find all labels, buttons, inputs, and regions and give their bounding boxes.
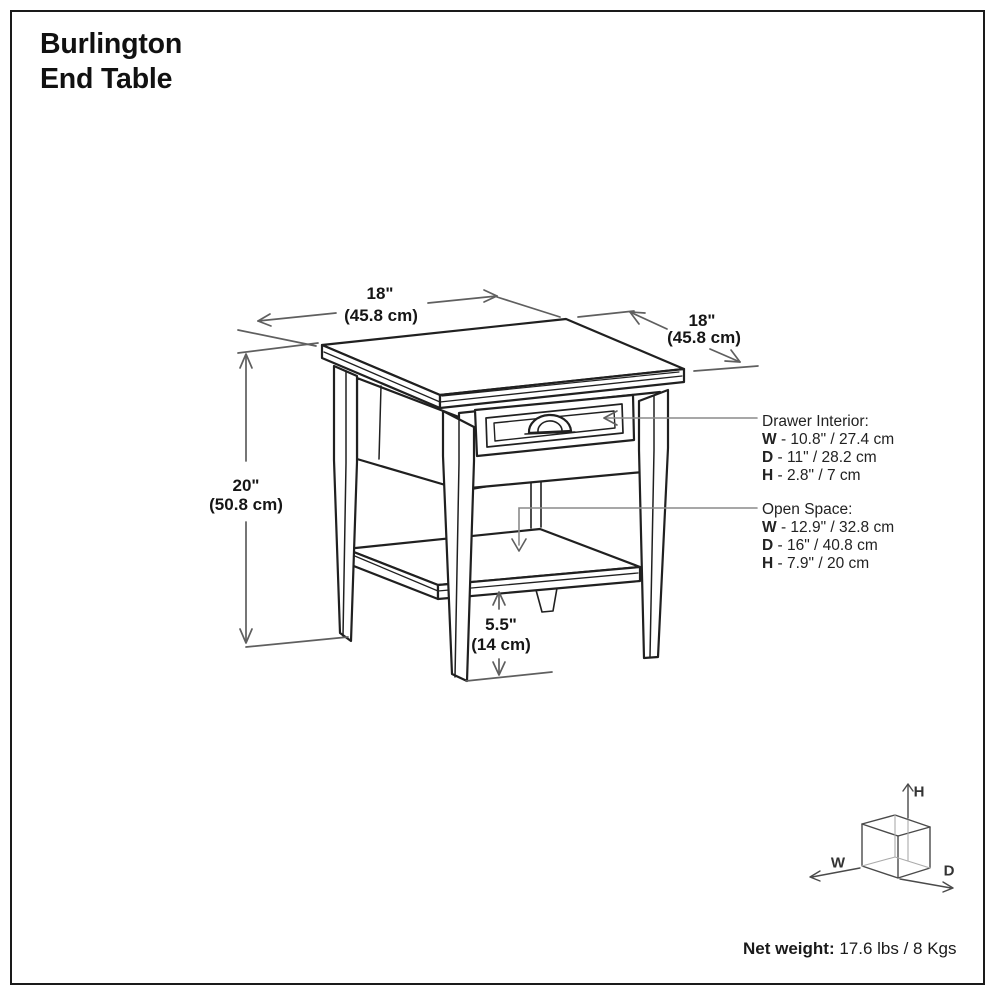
spec-dimension-value: - 16" / 40.8 cm bbox=[773, 537, 878, 554]
arrow-down-icon bbox=[511, 538, 527, 552]
spec-dimension-letter: H bbox=[762, 467, 774, 484]
w-axis-arrow-icon bbox=[809, 870, 821, 882]
spec-dimension-letter: W bbox=[762, 431, 777, 448]
height-dim-inches: 20" bbox=[232, 476, 260, 495]
width-dim-inches: 18" bbox=[366, 284, 394, 303]
tabletop bbox=[320, 317, 686, 410]
table-body bbox=[320, 317, 686, 683]
drawer-front bbox=[473, 393, 636, 458]
height-dim-metric: (50.8 cm) bbox=[209, 495, 283, 514]
arrow-left-icon bbox=[257, 313, 272, 327]
spec-dimension-letter: W bbox=[762, 519, 777, 536]
spec-dimension-value: - 2.8" / 7 cm bbox=[773, 467, 861, 484]
spec-dimension-value: - 10.8" / 27.4 cm bbox=[776, 431, 895, 448]
arrow-left-icon bbox=[603, 410, 618, 426]
net-weight-value: 17.6 lbs / 8 Kgs bbox=[834, 939, 957, 958]
spec-dimension-letter: H bbox=[762, 555, 774, 572]
width-axis-label: W bbox=[830, 854, 846, 872]
spec-row: D - 11" / 28.2 cm bbox=[762, 449, 894, 467]
height-dimension-line bbox=[237, 342, 349, 648]
spec-dimension-letter: D bbox=[762, 449, 774, 466]
dimension-lines bbox=[237, 289, 759, 682]
h-axis-arrow-icon bbox=[902, 783, 914, 792]
page-border-frame bbox=[10, 10, 985, 985]
arrow-down-icon bbox=[492, 661, 506, 676]
open-space-label: Open Space: bbox=[762, 501, 853, 518]
spec-row: W - 12.9" / 32.8 cm bbox=[762, 519, 894, 537]
clearance-dim-inches: 5.5" bbox=[485, 615, 517, 634]
drawer-leader-line bbox=[603, 410, 758, 426]
arrow-up-icon bbox=[239, 353, 253, 369]
clearance-dimension-line bbox=[465, 591, 553, 682]
arrow-down-icon bbox=[239, 628, 253, 644]
d-axis-arrow-icon bbox=[942, 881, 954, 893]
drawer-interior-label: Drawer Interior: bbox=[762, 413, 869, 430]
depth-axis-label: D bbox=[943, 862, 955, 880]
back-leg bbox=[535, 587, 558, 613]
spec-dimension-value: - 7.9" / 20 cm bbox=[773, 555, 870, 572]
orientation-cube-icon bbox=[809, 783, 954, 893]
product-title-line2: End Table bbox=[40, 63, 173, 95]
cup-pull-handle bbox=[524, 413, 576, 435]
arrow-upleft-icon bbox=[629, 311, 646, 325]
arrow-downright-icon bbox=[724, 349, 741, 363]
spec-dimension-value: - 11" / 28.2 cm bbox=[773, 449, 877, 466]
net-weight: Net weight: 17.6 lbs / 8 Kgs bbox=[743, 939, 957, 959]
open-space-leader-line bbox=[511, 507, 758, 552]
leader-lines bbox=[511, 410, 758, 552]
arrow-right-icon bbox=[483, 289, 498, 303]
lower-shelf bbox=[344, 527, 642, 601]
depth-dim-metric: (45.8 cm) bbox=[667, 328, 741, 347]
product-title: Burlington End Table bbox=[40, 27, 182, 97]
width-dim-metric: (45.8 cm) bbox=[344, 306, 418, 325]
spec-dimension-letter: D bbox=[762, 537, 774, 554]
spec-row: D - 16" / 40.8 cm bbox=[762, 537, 894, 555]
height-axis-label: H bbox=[913, 783, 925, 801]
net-weight-label: Net weight: bbox=[743, 939, 835, 958]
spec-row: H - 2.8" / 7 cm bbox=[762, 467, 894, 485]
product-title-line1: Burlington bbox=[40, 28, 183, 60]
depth-dim-inches: 18" bbox=[688, 311, 716, 330]
width-dimension-line bbox=[237, 289, 561, 347]
right-leg bbox=[637, 388, 670, 660]
arrow-up-icon bbox=[492, 591, 506, 606]
depth-dimension-line bbox=[577, 310, 759, 372]
legs bbox=[332, 364, 670, 683]
spec-dimension-value: - 12.9" / 32.8 cm bbox=[776, 519, 895, 536]
spec-row: H - 7.9" / 20 cm bbox=[762, 555, 894, 573]
clearance-dim-metric: (14 cm) bbox=[471, 635, 531, 654]
spec-row: W - 10.8" / 27.4 cm bbox=[762, 431, 894, 449]
